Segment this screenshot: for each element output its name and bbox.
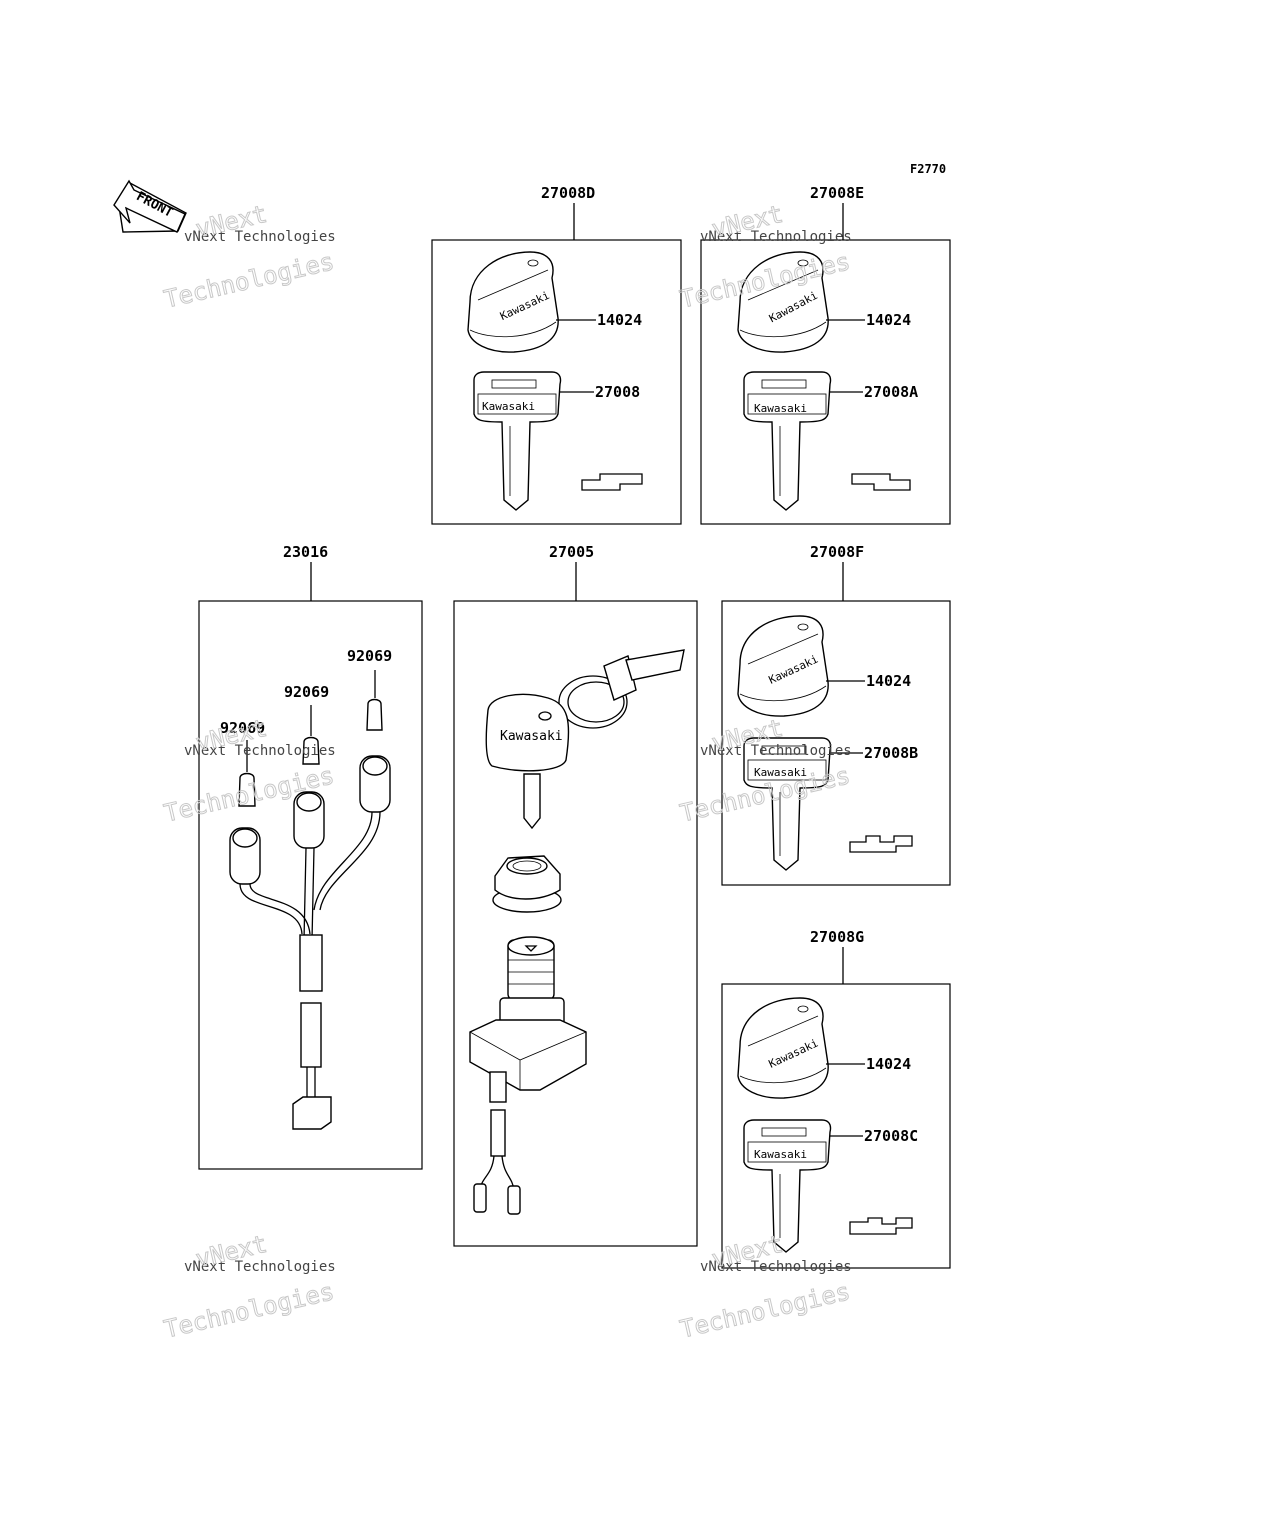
part-label-92069: 92069 (220, 719, 265, 737)
svg-text:vNext Technologies: vNext Technologies (184, 743, 336, 759)
group-27008e: 27008E Kawasaki 14024 Kawasaki 27008A (700, 184, 951, 525)
group-label-27005: 27005 (549, 543, 594, 561)
key-profile-icon (849, 1217, 913, 1235)
part-label-27008a: 27008A (864, 383, 918, 401)
key-icon: Kawasaki (743, 1119, 832, 1253)
key-icon: Kawasaki (743, 371, 832, 511)
brand-text: Kawasaki (754, 1148, 807, 1161)
svg-text:vNext Technologies: vNext Technologies (700, 1259, 852, 1275)
bulb-icon (302, 736, 320, 765)
group-27008f: 27008F Kawasaki 14024 Kawasaki 27008B (721, 543, 951, 886)
nut-icon (492, 855, 562, 913)
key-icon: Kawasaki (743, 737, 832, 871)
part-label-14024: 14024 (866, 672, 911, 690)
part-label-14024: 14024 (866, 311, 911, 329)
ignition-key-icon: Kawasaki (485, 649, 685, 830)
watermark: vNext Technologies vNext Technologies (161, 1229, 337, 1344)
watermark: vNext Technologies vNext Technologies (161, 199, 337, 314)
svg-text:vNext Technologies: vNext Technologies (700, 229, 852, 245)
key-knob-icon: Kawasaki (737, 615, 829, 717)
group-label-27008e: 27008E (810, 184, 864, 202)
watermark: vNext Technologies vNext Technologies (677, 1229, 853, 1344)
svg-text:vNext Technologies: vNext Technologies (700, 743, 852, 759)
part-label-27008c: 27008C (864, 1127, 918, 1145)
brand-text: Kawasaki (754, 402, 807, 415)
group-27008d: 27008D Kawasaki 14024 Kawasaki 27008 (431, 184, 682, 525)
key-icon: Kawasaki (473, 371, 562, 511)
socket-harness-icon (229, 755, 391, 1130)
figure-code: F2770 (910, 162, 946, 176)
bulb-icon (238, 772, 256, 807)
brand-text: Kawasaki (754, 766, 807, 779)
group-label-27008f: 27008F (810, 543, 864, 561)
svg-text:vNext Technologies: vNext Technologies (184, 1259, 336, 1275)
key-knob-icon: Kawasaki (737, 251, 829, 353)
part-label-27008b: 27008B (864, 744, 918, 762)
group-label-23016: 23016 (283, 543, 328, 561)
group-label-27008d: 27008D (541, 184, 595, 202)
group-23016: 23016 92069 92069 92069 (198, 543, 423, 1170)
part-label-92069: 92069 (347, 647, 392, 665)
bulb-icon (366, 698, 383, 731)
svg-text:Technologies: Technologies (677, 1277, 852, 1343)
ignition-switch-icon (469, 936, 587, 1215)
brand-text: Kawasaki (482, 400, 535, 413)
svg-text:Technologies: Technologies (161, 247, 336, 313)
key-profile-icon (581, 473, 643, 491)
group-27008g: 27008G Kawasaki 14024 Kawasaki 27008C (721, 928, 951, 1269)
part-label-14024: 14024 (597, 311, 642, 329)
front-arrow-icon: FRONT (113, 179, 187, 233)
brand-text: Kawasaki (500, 729, 563, 744)
key-knob-icon: Kawasaki (737, 997, 829, 1099)
part-label-27008: 27008 (595, 383, 640, 401)
group-label-27008g: 27008G (810, 928, 864, 946)
svg-text:vNext Technologies: vNext Technologies (184, 229, 336, 245)
key-profile-icon (849, 835, 913, 853)
part-label-14024: 14024 (866, 1055, 911, 1073)
part-label-92069: 92069 (284, 683, 329, 701)
group-27005: 27005 Kawasaki (453, 543, 698, 1247)
svg-text:Technologies: Technologies (161, 1277, 336, 1343)
key-knob-icon: Kawasaki (467, 251, 559, 353)
key-profile-icon (851, 473, 911, 491)
